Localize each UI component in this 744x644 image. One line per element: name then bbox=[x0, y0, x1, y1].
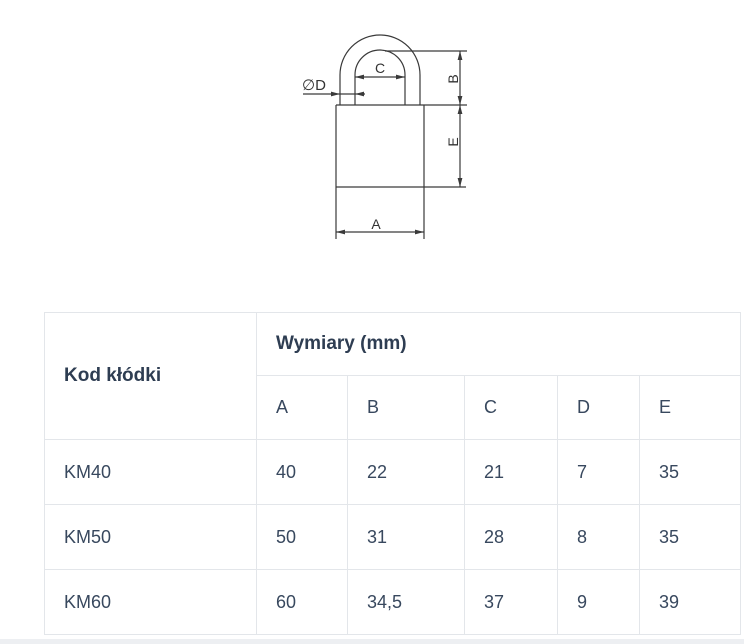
cell-b: 31 bbox=[347, 504, 465, 570]
cell-d: 8 bbox=[557, 504, 640, 570]
cell-c: 28 bbox=[464, 504, 558, 570]
column-header-b: B bbox=[347, 375, 465, 440]
cell-b: 22 bbox=[347, 439, 465, 505]
cell-a: 50 bbox=[256, 504, 348, 570]
dim-arrow-d-left bbox=[331, 91, 340, 97]
cell-c: 21 bbox=[464, 439, 558, 505]
cell-d: 7 bbox=[557, 439, 640, 505]
dim-arrow-a-left bbox=[336, 229, 345, 235]
table-row-km60: KM60 60 34,5 37 9 39 bbox=[44, 569, 742, 635]
dim-arrow-a-right bbox=[415, 229, 424, 235]
cell-code: KM50 bbox=[44, 504, 257, 570]
column-header-e: E bbox=[638, 375, 742, 440]
code-column-header: Kod kłódki bbox=[44, 312, 257, 440]
dim-arrow-c-right bbox=[396, 74, 405, 80]
table-row-km50: KM50 50 31 28 8 35 bbox=[44, 504, 742, 570]
dim-label-d: ∅D bbox=[302, 77, 326, 94]
dim-arrow-e-top bbox=[457, 105, 463, 114]
cell-c: 37 bbox=[464, 569, 558, 635]
cell-a: 60 bbox=[256, 569, 348, 635]
dim-label-c: C bbox=[375, 60, 385, 76]
dim-label-e: E bbox=[445, 137, 461, 146]
column-header-d: D bbox=[557, 375, 640, 440]
dim-arrow-d-right bbox=[355, 91, 364, 97]
dimensions-group-header: Wymiary (mm) bbox=[255, 312, 742, 376]
column-header-c: C bbox=[464, 375, 558, 440]
cell-a: 40 bbox=[256, 439, 348, 505]
dim-arrow-c-left bbox=[355, 74, 364, 80]
table-row-subheader: A B C D E bbox=[45, 375, 742, 440]
column-header-a: A bbox=[256, 375, 348, 440]
bottom-edge-strip bbox=[0, 639, 744, 644]
table-row-header: Kod kłódki Wymiary (mm) bbox=[44, 312, 742, 440]
cell-e: 35 bbox=[638, 439, 742, 505]
dimensions-table: Kod kłódki Wymiary (mm) A B C D E KM40 4… bbox=[44, 312, 742, 635]
dim-arrow-b-top bbox=[457, 51, 463, 60]
cell-e: 39 bbox=[638, 569, 742, 635]
dim-arrow-e-bottom bbox=[457, 178, 463, 187]
cell-code: KM40 bbox=[44, 439, 257, 505]
dim-arrow-b-bottom bbox=[457, 96, 463, 105]
cell-e: 35 bbox=[638, 504, 742, 570]
cell-code: KM60 bbox=[44, 569, 257, 635]
dim-label-a: A bbox=[371, 216, 381, 232]
dim-label-b: B bbox=[445, 74, 461, 83]
cell-d: 9 bbox=[557, 569, 640, 635]
padlock-technical-diagram: C ∅D B E A bbox=[302, 34, 467, 239]
shackle-inner-outline bbox=[354, 49, 406, 105]
shackle-outer-outline bbox=[339, 34, 421, 105]
cell-b: 34,5 bbox=[347, 569, 465, 635]
table-row-km40: KM40 40 22 21 7 35 bbox=[44, 439, 742, 505]
